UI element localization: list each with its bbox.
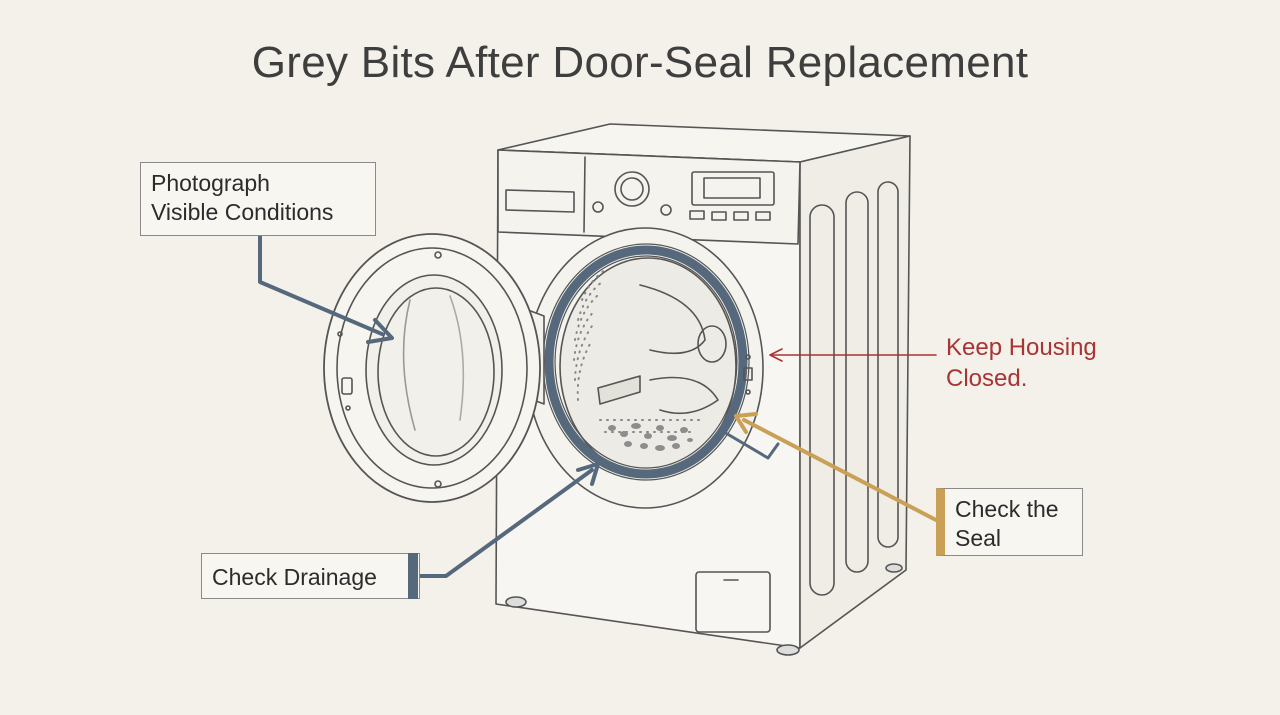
photograph-pointer — [258, 234, 384, 336]
machine-side — [799, 135, 911, 649]
seal-callout: Check the Seal — [936, 488, 1083, 556]
side-rib — [845, 191, 869, 573]
side-rib — [809, 204, 835, 596]
photograph-callout-line2: Visible Conditions — [151, 199, 334, 225]
program-dial — [614, 171, 650, 207]
door-glass — [365, 274, 503, 466]
photograph-callout: Photograph Visible Conditions — [140, 162, 376, 236]
drainage-callout-accent — [408, 553, 418, 599]
filter-hatch — [695, 571, 771, 633]
detergent-drawer — [505, 189, 575, 213]
display-panel — [691, 171, 775, 206]
drainage-pointer — [416, 468, 594, 578]
seal-callout-line2: Seal — [955, 525, 1002, 551]
housing-callout: Keep Housing Closed. — [946, 332, 1097, 394]
housing-callout-line2: Closed. — [946, 365, 1028, 392]
page-title: Grey Bits After Door-Seal Replacement — [251, 38, 1029, 87]
door-seal — [544, 245, 748, 479]
drainage-callout-label: Check Drainage — [212, 564, 377, 590]
seal-callout-line1: Check the — [955, 496, 1059, 522]
drum-perforation — [573, 269, 701, 433]
photograph-callout-line1: Photograph — [151, 170, 270, 196]
side-rib — [877, 181, 899, 548]
seal-pointer — [742, 418, 938, 522]
grey-bits — [608, 423, 693, 451]
drainage-callout: Check Drainage — [201, 553, 420, 599]
housing-callout-line1: Keep Housing — [946, 334, 1097, 361]
